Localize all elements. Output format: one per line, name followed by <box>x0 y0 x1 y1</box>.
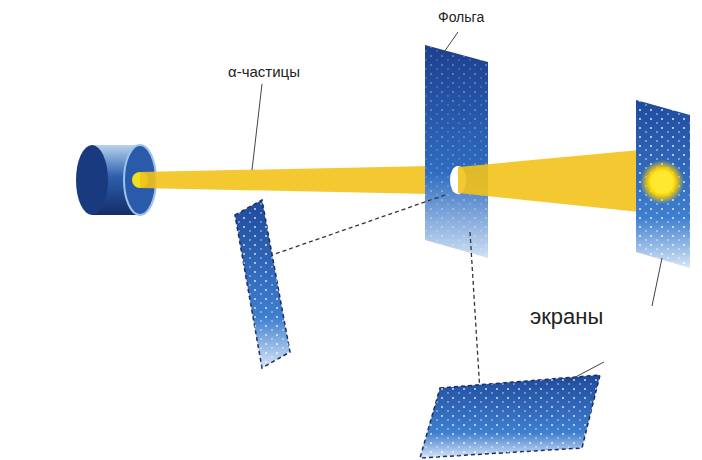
alpha-beam <box>140 166 430 194</box>
leader-line <box>442 32 458 55</box>
leader-line <box>252 84 262 170</box>
scatter-path <box>272 195 445 255</box>
front-screen <box>636 100 690 268</box>
side-screen <box>235 200 290 368</box>
leader-line <box>652 258 662 306</box>
bottom-screen <box>420 375 600 458</box>
particle-label: α-частицы <box>226 64 302 81</box>
scatter-path <box>470 232 480 392</box>
foil-label: Фольга <box>436 10 486 25</box>
alpha-beam <box>458 150 640 212</box>
foil <box>425 45 488 258</box>
screens-label: экраны <box>528 305 605 329</box>
leader-line <box>566 362 604 382</box>
